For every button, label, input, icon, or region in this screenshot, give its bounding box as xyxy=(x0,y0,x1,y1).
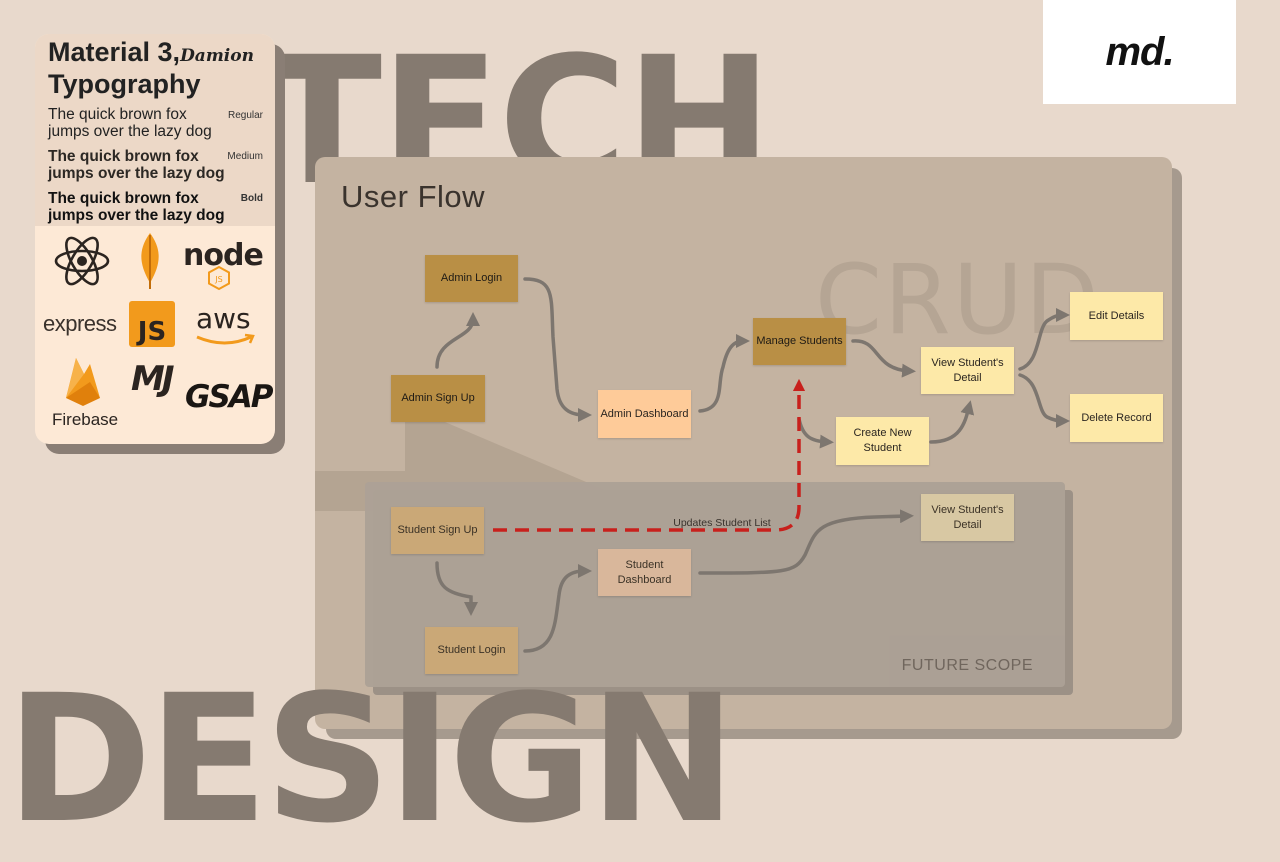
user-flow-title: User Flow xyxy=(341,179,486,214)
node-admin-signup[interactable]: Admin Sign Up xyxy=(391,375,485,422)
type-sample-line2: jumps over the lazy dog xyxy=(48,165,225,182)
arrow-student-dashboard-to-view xyxy=(698,509,914,575)
node-admin-login[interactable]: Admin Login xyxy=(425,255,518,302)
dashed-arrow-updates-list xyxy=(493,378,806,532)
javascript-logo-text: JS xyxy=(137,317,167,347)
arrow-manage-to-view xyxy=(851,339,916,378)
node-delete-record[interactable]: Delete Record xyxy=(1070,394,1163,442)
node-student-dashboard[interactable]: Student Dashboard xyxy=(598,549,691,596)
node-manage-students[interactable]: Manage Students xyxy=(753,318,846,365)
nodejs-hex-icon: JS xyxy=(208,265,230,291)
brand-logo[interactable]: md. xyxy=(1043,0,1236,104)
firebase-flame-icon xyxy=(66,358,100,406)
typography-title: Material 3,Damion Typography xyxy=(48,38,254,98)
mj-logo: MJ xyxy=(131,359,175,399)
crud-watermark: CRUD xyxy=(815,244,1101,356)
future-scope-label: FUTURE SCOPE xyxy=(901,657,1033,674)
typography-card: Material 3,Damion Typography The quick b… xyxy=(35,34,275,444)
type-sample-medium: The quick brown fox jumps over the lazy … xyxy=(48,148,225,182)
aws-logo: aws xyxy=(196,302,251,335)
node-student-signup[interactable]: Student Sign Up xyxy=(391,507,484,554)
type-sample-regular: The quick brown fox jumps over the lazy … xyxy=(48,106,212,140)
typography-title-script: Damion xyxy=(180,46,254,66)
user-flow-panel: User Flow CRUD FUTURE SCOPE xyxy=(315,157,1172,729)
node-view-student-detail[interactable]: View Student's Detail xyxy=(921,347,1014,394)
type-sample-line1: The quick brown fox xyxy=(48,190,199,207)
type-weight-label: Bold xyxy=(240,193,263,204)
aws-smile-icon xyxy=(196,333,255,345)
flow-arrows xyxy=(435,277,1070,653)
arrow-view-to-edit xyxy=(1018,308,1070,371)
type-sample-line2: jumps over the lazy dog xyxy=(48,207,225,224)
arrow-manage-to-create xyxy=(797,417,834,449)
node-logo: node xyxy=(183,238,264,273)
node-logo-text: node xyxy=(183,238,264,273)
arrow-login-to-dashboard xyxy=(523,277,592,422)
arrow-create-to-view xyxy=(929,400,975,444)
node-create-new-student[interactable]: Create New Student xyxy=(836,417,929,465)
node-student-login[interactable]: Student Login xyxy=(425,627,518,674)
node-edit-details[interactable]: Edit Details xyxy=(1070,292,1163,340)
node-admin-dashboard[interactable]: Admin Dashboard xyxy=(598,390,691,438)
type-sample-line1: The quick brown fox xyxy=(48,106,187,123)
firebase-logo-text: Firebase xyxy=(52,410,119,429)
svg-text:JS: JS xyxy=(214,275,222,284)
node-student-view-detail[interactable]: View Student's Detail xyxy=(921,494,1014,541)
background-word-design: DESIGN xyxy=(6,657,736,862)
type-weight-label: Regular xyxy=(227,110,263,121)
arrow-dashboard-to-manage xyxy=(698,334,750,413)
express-logo: express xyxy=(43,311,117,336)
typography-card-header xyxy=(35,34,275,226)
typography-title-main: Material 3, xyxy=(48,37,181,67)
brand-logo-text: md. xyxy=(1105,29,1174,74)
arrow-view-to-delete xyxy=(1018,373,1070,428)
gsap-logo: GSAP xyxy=(185,379,273,415)
react-icon xyxy=(54,236,110,286)
arrow-student-login-to-dashboard xyxy=(523,564,592,653)
arrow-student-signup-to-login xyxy=(435,561,478,616)
type-weight-label: Medium xyxy=(227,151,263,162)
typography-title-sub: Typography xyxy=(48,69,201,99)
type-sample-line2: jumps over the lazy dog xyxy=(48,123,212,140)
type-sample-line1: The quick brown fox xyxy=(48,148,199,165)
mongodb-leaf-icon xyxy=(141,233,159,289)
edge-label-updates-list: Updates Student List xyxy=(673,517,771,529)
arrow-signup-to-login xyxy=(435,312,480,369)
javascript-logo: JS xyxy=(129,301,175,347)
type-sample-bold: The quick brown fox jumps over the lazy … xyxy=(48,190,225,224)
